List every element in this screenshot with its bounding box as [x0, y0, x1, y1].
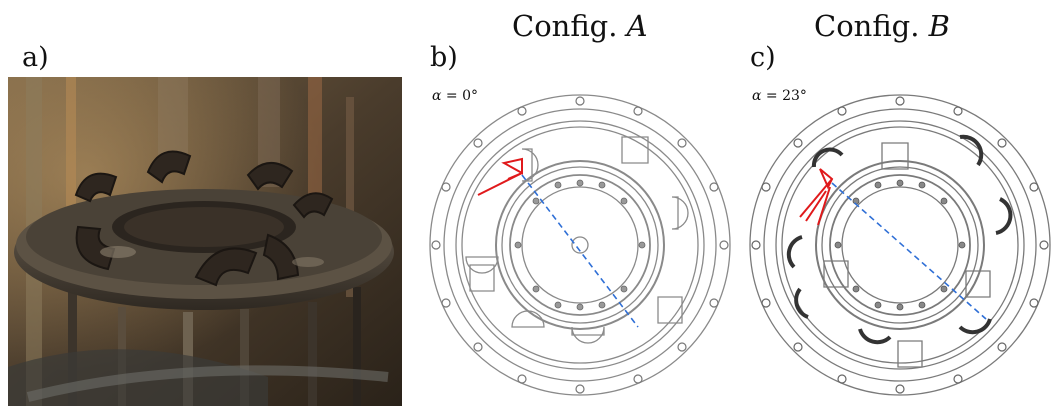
panel-label-c: c)	[750, 42, 776, 73]
config-title-b: Config. B	[814, 12, 950, 41]
ring-drawing-config-b	[749, 94, 1051, 396]
ring-drawing-config-a	[429, 94, 731, 396]
config-letter-a: A	[626, 9, 648, 43]
angle-value-a: = 0°	[445, 88, 479, 104]
config-prefix-a: Config.	[512, 9, 618, 43]
drawing-config-b	[742, 87, 1057, 403]
angle-value-b: = 23°	[765, 88, 807, 104]
alpha-symbol-b: α	[752, 88, 762, 104]
angle-label-b: α = 23°	[752, 88, 807, 104]
drawing-config-a	[422, 87, 738, 403]
config-letter-b: B	[928, 9, 950, 43]
panel-label-a: a)	[22, 42, 49, 73]
panel-label-b: b)	[430, 42, 458, 73]
config-title-a: Config. A	[512, 12, 648, 41]
alpha-symbol-a: α	[432, 88, 442, 104]
config-prefix-b: Config.	[814, 9, 920, 43]
angle-label-a: α = 0°	[432, 88, 478, 104]
apparatus-photo	[8, 77, 402, 406]
photo-panel	[8, 77, 402, 406]
